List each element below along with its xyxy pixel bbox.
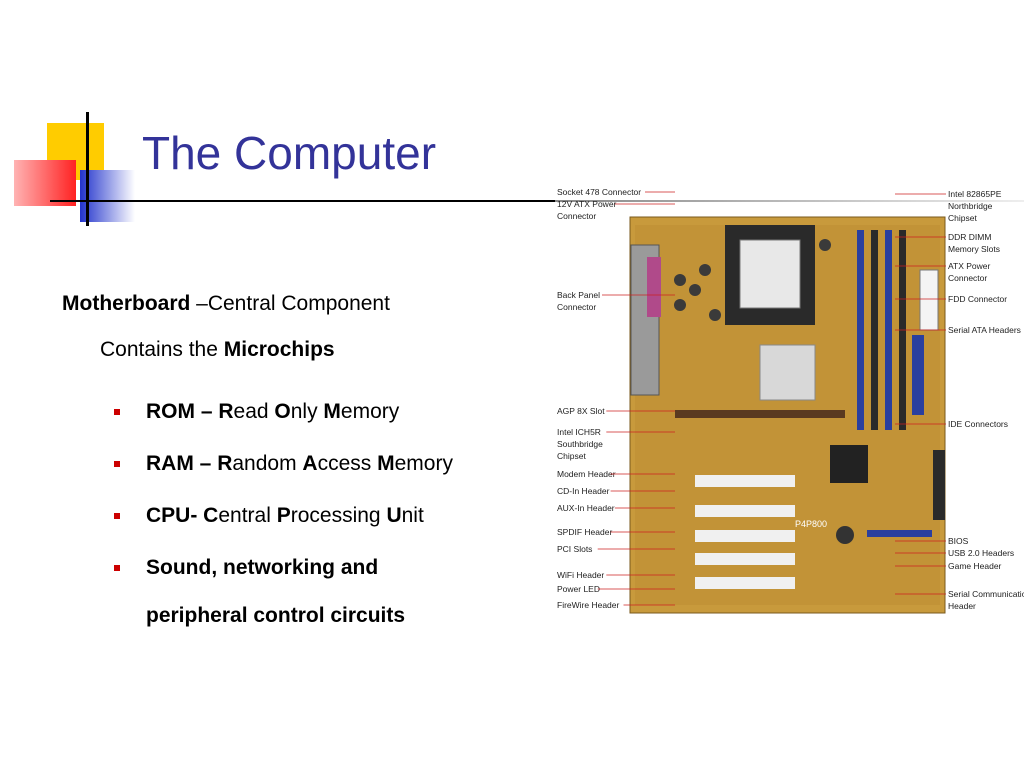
diagram-label-right: IDE Connectors <box>948 419 1008 429</box>
parallel-port <box>647 257 661 317</box>
bottom-connector-blue <box>867 530 932 537</box>
contains-bold: Microchips <box>223 338 335 361</box>
decor-vertical-line <box>86 112 89 226</box>
motherboard-line: Motherboard –Central Component <box>62 292 390 316</box>
bullet-rest: entral <box>218 504 277 527</box>
pci-slot-5 <box>695 577 795 589</box>
bullet-lead: Sound, networking and <box>146 556 379 579</box>
bullet-initial: M <box>323 400 341 423</box>
capacitors <box>674 239 831 321</box>
bullet-lead: CPU- <box>146 504 204 527</box>
diagram-label-left: CD-In Header <box>557 486 610 496</box>
motherboard-label: Motherboard <box>62 292 191 315</box>
title-rule-fade <box>555 200 1024 202</box>
bullet-initial: U <box>386 504 402 527</box>
bullet-rest: emory <box>394 452 453 475</box>
diagram-label-right: Memory Slots <box>948 244 1000 254</box>
bullet-lead: RAM – <box>146 452 218 475</box>
contains-line: Contains the Microchips <box>100 338 335 362</box>
diagram-label-left: WiFi Header <box>557 570 604 580</box>
diagram-label-right: Header <box>948 601 976 611</box>
southbridge-chip <box>830 445 868 483</box>
motherboard-diagram: P4P800 Socket 478 Connector 12V ATX Power… <box>557 187 1024 614</box>
cpu-socket-inner <box>739 239 801 309</box>
diagram-label-left: Southbridge <box>557 439 603 449</box>
atx-power-connector <box>919 269 939 331</box>
bullet-marker <box>114 565 120 571</box>
diagram-label-right: Serial Communications <box>948 589 1024 599</box>
diagram-label-left: Connector <box>557 302 596 312</box>
diagram-label-left: Modem Header <box>557 469 616 479</box>
dimm-slot-1 <box>857 230 864 430</box>
diagram-label-right: FDD Connector <box>948 294 1007 304</box>
bullet-rest: rocessing <box>290 504 387 527</box>
pci-slot-2 <box>695 505 795 517</box>
bullet-initial: O <box>274 400 291 423</box>
pci-slot-3 <box>695 530 795 542</box>
diagram-label-left: AUX-In Header <box>557 503 615 513</box>
diagram-label-left: Back Panel <box>557 290 600 300</box>
slide-title: The Computer <box>142 127 437 179</box>
diagram-label-left: Chipset <box>557 451 586 461</box>
bullet-rest: ead <box>233 400 275 423</box>
diagram-label-left: SPDIF Header <box>557 527 612 537</box>
diagram-label-right: Northbridge <box>948 201 993 211</box>
bullet-rest: emory <box>340 400 400 423</box>
bullet-initial: P <box>276 504 291 527</box>
agp-slot <box>675 410 845 418</box>
bullet-marker <box>114 461 120 467</box>
diagram-label-left: AGP 8X Slot <box>557 406 605 416</box>
bullet-rest: nit <box>401 504 424 527</box>
bullet-text: RAM – Random Access Memory <box>146 452 453 476</box>
diagram-label-right: ATX Power <box>948 261 991 271</box>
bullet-lead: peripheral control circuits <box>146 604 406 627</box>
bios-battery <box>836 526 854 544</box>
left-labels: Socket 478 Connector 12V ATX PowerConnect… <box>557 187 675 610</box>
decor-red-square <box>14 160 76 206</box>
diagram-label-right: BIOS <box>948 536 969 546</box>
diagram-label-left: 12V ATX Power <box>557 199 617 209</box>
bullet-initial: M <box>377 452 395 475</box>
bullet-rest: ccess <box>317 452 378 475</box>
ide-connector <box>912 335 924 415</box>
diagram-label-left: Connector <box>557 211 596 221</box>
diagram-label-right: DDR DIMM <box>948 232 991 242</box>
board-model-text: P4P800 <box>795 519 827 529</box>
bullet-text: ROM – Read Only Memory <box>146 400 399 424</box>
diagram-label-right: Intel 82865PE <box>948 189 1002 199</box>
bullet-text: CPU- Central Processing Unit <box>146 504 424 528</box>
northbridge-heatsink <box>759 344 816 401</box>
diagram-label-right: Serial ATA Headers <box>948 325 1021 335</box>
diagram-label-left: Intel ICH5R <box>557 427 601 437</box>
pci-slot-1 <box>695 475 795 487</box>
bullet-initial: C <box>203 504 219 527</box>
bullet-initial: A <box>302 452 318 475</box>
dimm-slot-2 <box>871 230 878 430</box>
contains-prefix: Contains the <box>100 338 224 361</box>
bullet-text: Sound, networking and <box>146 556 378 580</box>
bullet-rest: andom <box>232 452 303 475</box>
bullet-initial: R <box>217 452 233 475</box>
dimm-slot-3 <box>885 230 892 430</box>
diagram-label-left: PCI Slots <box>557 544 592 554</box>
diagram-label-left: FireWire Header <box>557 600 620 610</box>
bullet-lead: ROM – <box>146 400 219 423</box>
ide-connector-2 <box>933 450 945 520</box>
pci-slot-4 <box>695 553 795 565</box>
title-rule <box>50 200 555 202</box>
bullet-text: peripheral control circuits <box>146 604 405 628</box>
bullet-marker <box>114 513 120 519</box>
bullet-marker <box>114 409 120 415</box>
diagram-label-left: Power LED <box>557 584 600 594</box>
diagram-label-right: Game Header <box>948 561 1002 571</box>
diagram-label-right: Connector <box>948 273 987 283</box>
bullet-initial: R <box>218 400 234 423</box>
decor-blue-square <box>80 170 135 222</box>
diagram-label-right: Chipset <box>948 213 977 223</box>
motherboard-desc: –Central Component <box>190 292 390 315</box>
bullet-rest: nly <box>290 400 324 423</box>
diagram-label-right: USB 2.0 Headers <box>948 548 1014 558</box>
diagram-label-left: Socket 478 Connector <box>557 187 641 197</box>
